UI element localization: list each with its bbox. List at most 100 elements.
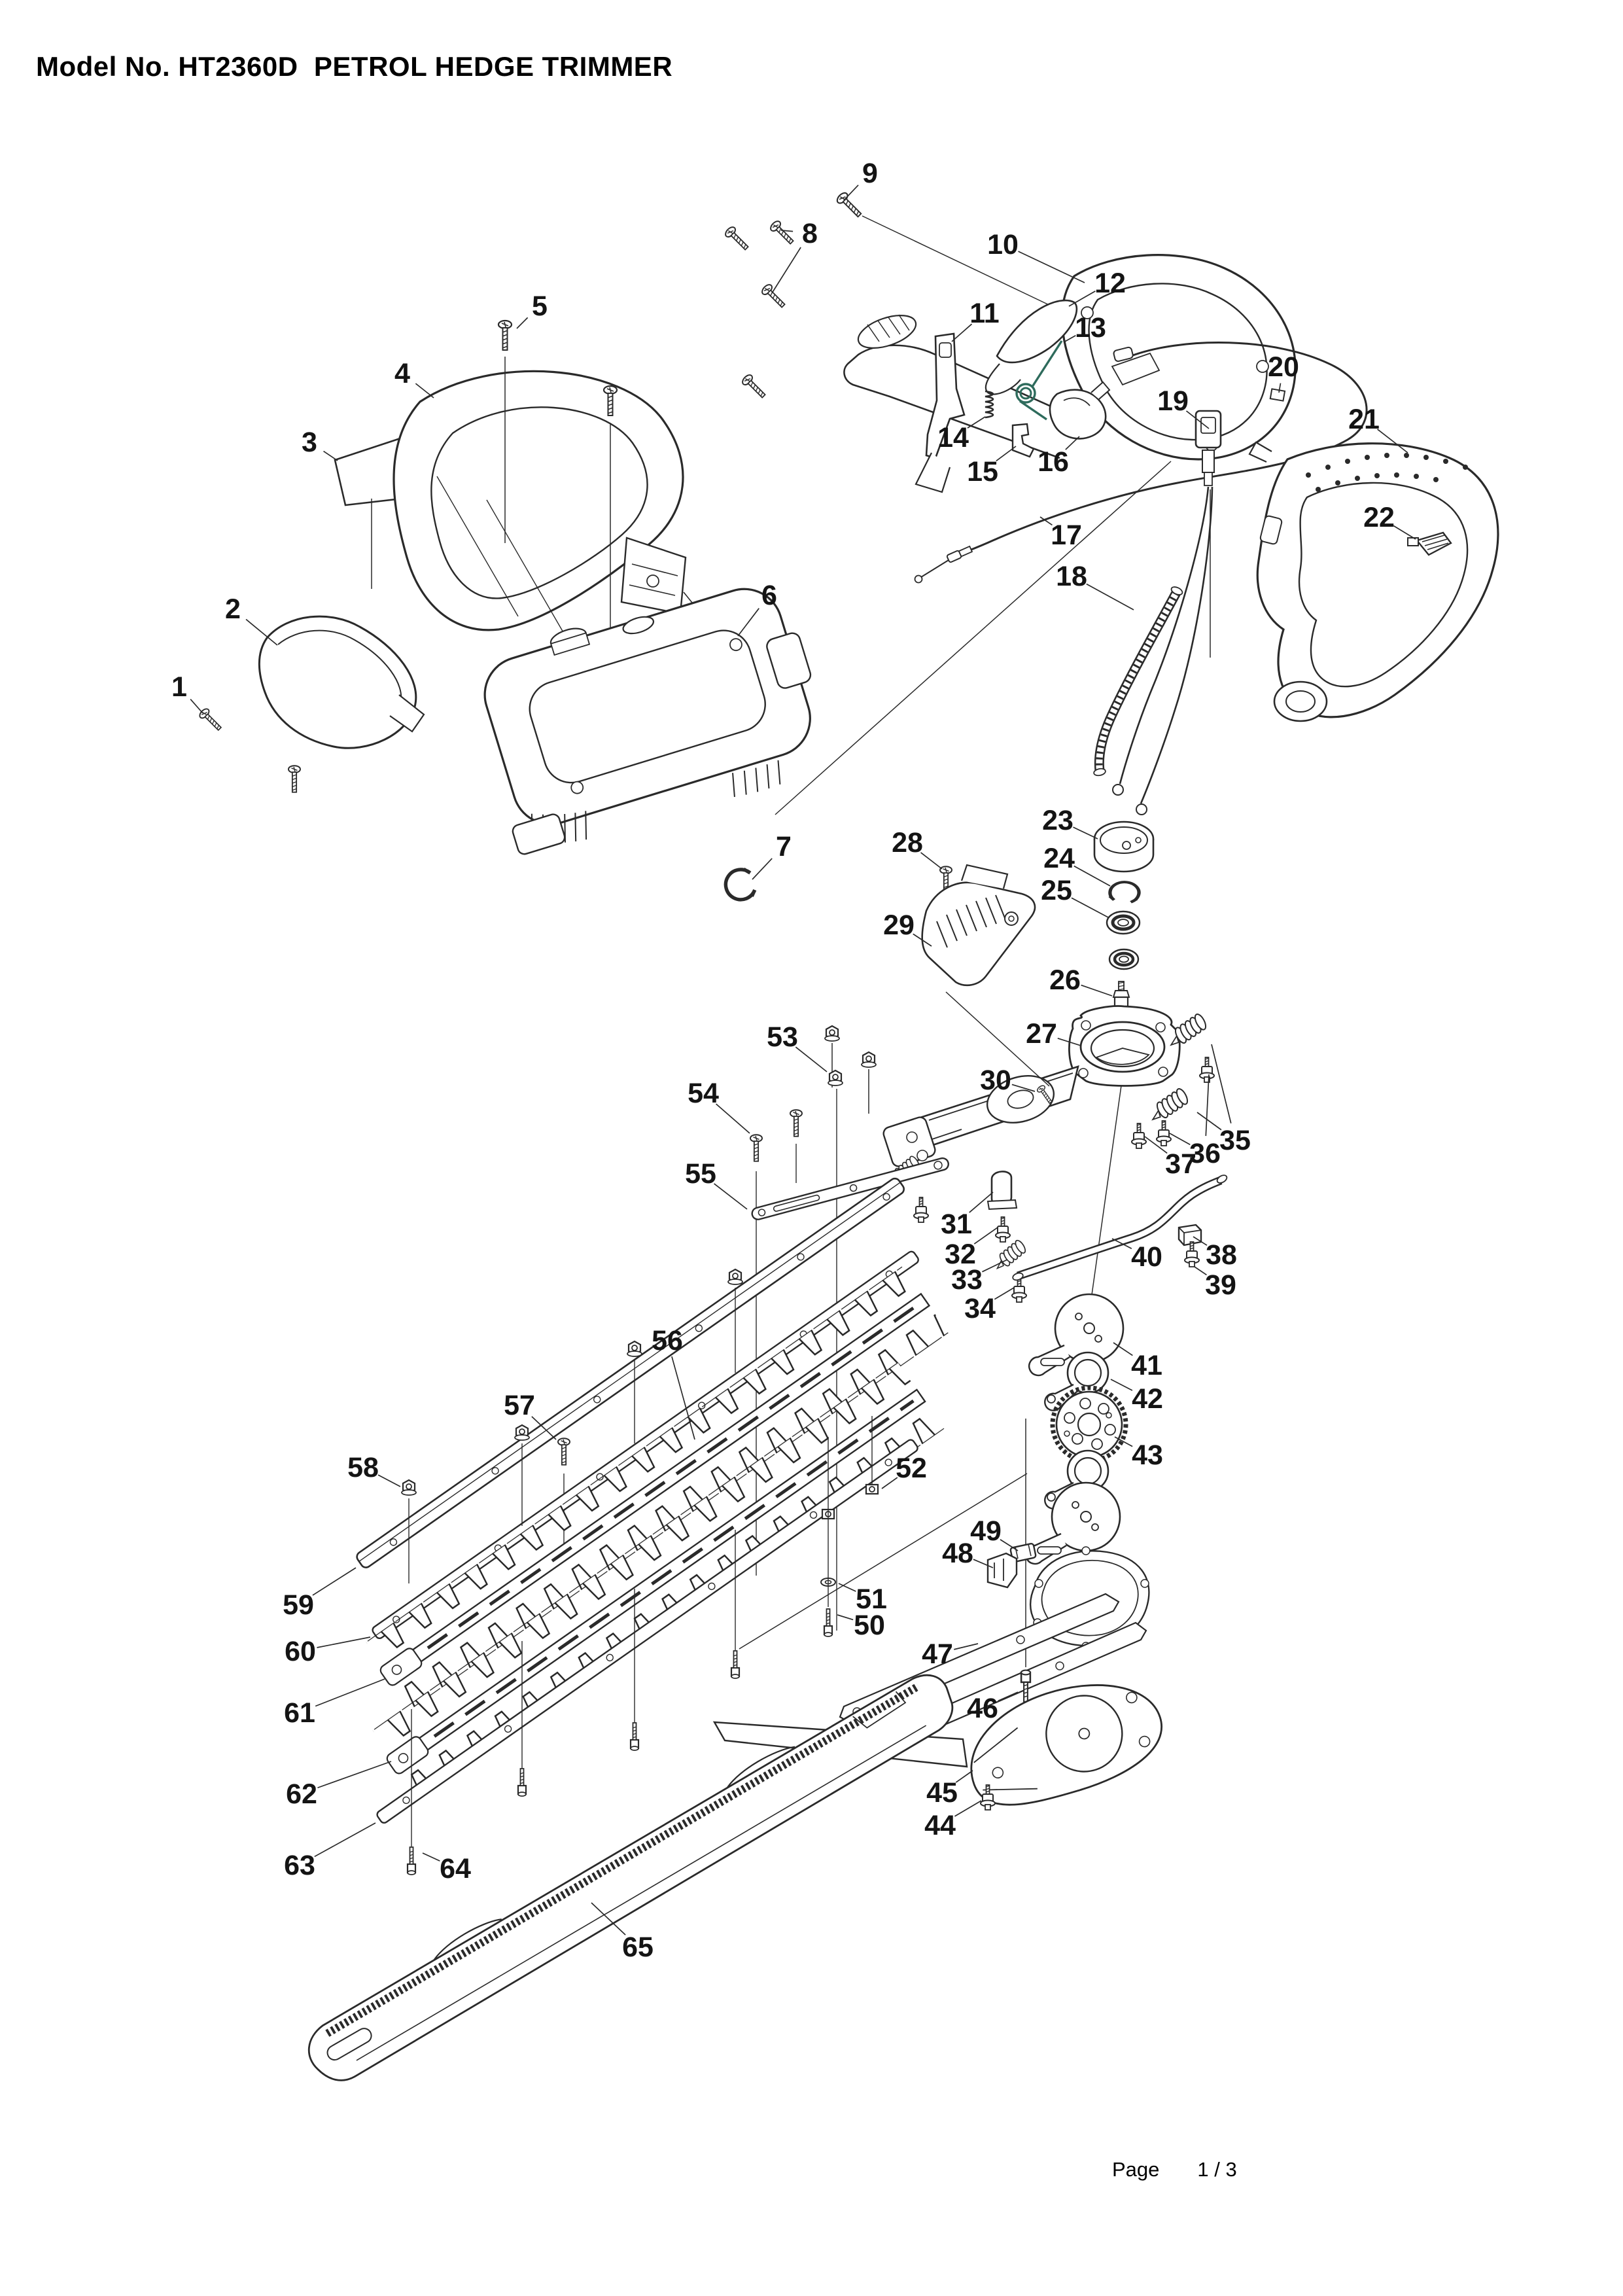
align-lines-50-52 <box>828 1416 873 1607</box>
upper-blade-61 <box>366 1266 949 1708</box>
part-number-41: 41 <box>1131 1350 1162 1381</box>
leader-line-8 <box>771 247 801 294</box>
leader-line-13 <box>1063 334 1076 343</box>
caution-label-20 <box>1269 388 1286 402</box>
spring-33 <box>990 1238 1029 1273</box>
blade-screw-2 <box>629 1722 640 1752</box>
part-number-32: 32 <box>945 1239 976 1270</box>
bolt-34 <box>1011 1277 1027 1303</box>
screw-57 <box>557 1438 570 1466</box>
part-number-22: 22 <box>1363 502 1395 533</box>
blade-screw-3 <box>730 1650 741 1680</box>
block-48 <box>986 1552 1018 1589</box>
align-line-shaft-axis <box>1089 1076 1123 1309</box>
leader-line-25 <box>1071 897 1109 918</box>
leader-line-63 <box>314 1822 376 1858</box>
screw-50 <box>823 1608 833 1638</box>
leader-line-60 <box>317 1636 371 1648</box>
part-number-29: 29 <box>883 910 915 941</box>
leader-line-15 <box>996 446 1017 462</box>
leader-line-30 <box>1011 1084 1036 1092</box>
leader-line-2 <box>245 618 278 646</box>
leader-line-39 <box>1194 1266 1207 1276</box>
blade-cover-65 <box>308 1674 954 2081</box>
leader-line-59 <box>312 1567 357 1596</box>
leader-line-38 <box>1193 1236 1208 1246</box>
hand-guard <box>258 615 425 749</box>
screw-64 <box>406 1846 417 1876</box>
part-number-56: 56 <box>652 1325 683 1356</box>
leader-line-41 <box>1113 1342 1133 1356</box>
part-number-42: 42 <box>1132 1383 1163 1415</box>
leader-line-40 <box>1111 1238 1132 1249</box>
leader-line-7 <box>752 858 773 880</box>
leader-line-37 <box>1144 1136 1168 1154</box>
align-line-cover-frame <box>775 461 1172 815</box>
leader-line-48 <box>973 1559 994 1568</box>
screw-9 <box>834 190 865 221</box>
blade-nut-2 <box>626 1340 643 1358</box>
c-clip-7 <box>722 867 756 903</box>
leader-line-65 <box>591 1902 626 1935</box>
part-number-55: 55 <box>685 1158 716 1190</box>
part-number-14: 14 <box>937 422 969 453</box>
screw-39 <box>1184 1241 1200 1267</box>
leader-line-43 <box>1114 1436 1133 1447</box>
part-number-63: 63 <box>284 1850 315 1881</box>
part-number-59: 59 <box>283 1589 314 1621</box>
gear-43 <box>1050 1385 1128 1464</box>
heat-shield-29 <box>921 864 1036 987</box>
leader-line-49 <box>1000 1539 1019 1551</box>
part-number-60: 60 <box>285 1636 316 1667</box>
screw-1 <box>197 706 224 733</box>
part-number-24: 24 <box>1043 843 1075 874</box>
part-number-28: 28 <box>892 827 923 858</box>
clamp-31 <box>986 1171 1018 1210</box>
leader-line-3 <box>323 450 338 461</box>
leader-line-1 <box>190 698 203 714</box>
align-line-shield <box>945 991 1050 1087</box>
throttle-lever-12 <box>985 299 1078 395</box>
part-number-37: 37 <box>1165 1148 1196 1180</box>
flange-nut-a <box>860 1051 877 1069</box>
flange-nut-b <box>824 1025 841 1042</box>
leader-line-18 <box>1086 583 1134 610</box>
leader-line-17 <box>1039 516 1053 526</box>
link-bar-55 <box>751 1157 949 1220</box>
part-number-49: 49 <box>970 1515 1002 1547</box>
part-number-27: 27 <box>1026 1018 1057 1050</box>
blade-screw-1 <box>517 1767 527 1797</box>
part-number-58: 58 <box>347 1452 379 1483</box>
part-number-3: 3 <box>302 427 317 458</box>
part-number-16: 16 <box>1038 446 1069 478</box>
page-number: 1 / 3 <box>1197 2158 1237 2181</box>
leader-line-22 <box>1393 525 1416 540</box>
screw-guard <box>288 765 301 793</box>
screw-8b <box>768 219 797 247</box>
part-number-12: 12 <box>1094 268 1126 299</box>
part-number-51: 51 <box>856 1583 887 1615</box>
screw-54a <box>750 1134 763 1162</box>
screw-8c <box>759 282 788 311</box>
snap-ring-24 <box>1108 881 1141 903</box>
part-number-64: 64 <box>440 1853 471 1884</box>
leader-line-27 <box>1057 1038 1081 1046</box>
part-number-11: 11 <box>969 298 999 329</box>
leader-line-14 <box>967 416 986 429</box>
leader-line-31 <box>969 1192 994 1213</box>
flange-nut-58 <box>400 1479 417 1496</box>
clutch-drum-23 <box>1093 821 1155 873</box>
leader-line-57 <box>531 1416 557 1440</box>
corrugated-tube-18 <box>1093 586 1183 777</box>
nut-53 <box>827 1069 844 1087</box>
leader-line-9 <box>843 185 859 201</box>
part-number-34: 34 <box>964 1293 996 1324</box>
tube-40 <box>1012 1174 1228 1281</box>
rear-handle-21 <box>1248 441 1499 722</box>
part-number-7: 7 <box>776 831 792 862</box>
leader-line-35 <box>1196 1112 1222 1131</box>
leader-line-8 <box>780 230 794 232</box>
part-number-61: 61 <box>284 1697 315 1729</box>
